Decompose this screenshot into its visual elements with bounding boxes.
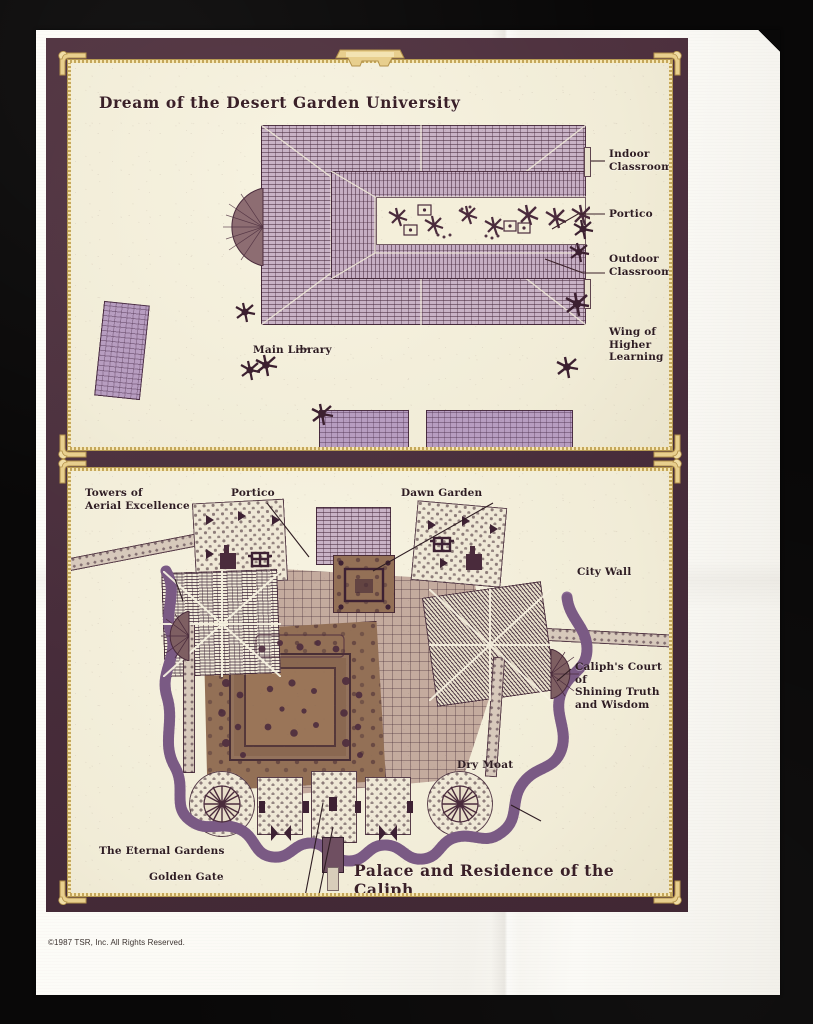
palm-tree-icon — [568, 241, 590, 263]
label-line: Towers of — [85, 487, 143, 499]
south-tower-west-rosette — [203, 785, 241, 823]
palm-tree-icon — [310, 402, 334, 426]
outbuilding-south-left — [319, 410, 409, 447]
label-line: Shining Truth — [575, 686, 660, 698]
dry-moat — [159, 565, 593, 867]
palm-tree-icon — [572, 218, 594, 240]
map-plate: Dream of the Desert Garden University In… — [46, 38, 688, 912]
curtain-wall-west — [183, 623, 195, 773]
university-leader-lines — [297, 160, 605, 350]
gate-road — [327, 867, 339, 891]
west-hall-creases — [163, 571, 281, 677]
south-tower-east-rosette — [441, 785, 479, 823]
page-title-university: Dream of the Desert Garden University — [99, 93, 461, 112]
outdoor-classroom-garden — [376, 197, 586, 245]
panel-palace-canvas: Towers of Aerial Excellence Portico Dawn… — [71, 471, 669, 893]
palace-leader-lines — [174, 502, 572, 893]
label-line: Caliph's Court of — [575, 661, 663, 686]
palm-tree-icon — [254, 353, 278, 377]
label-towers-of-aerial-excellence: Towers of Aerial Excellence — [85, 487, 190, 512]
gatehouse-block-1 — [257, 777, 303, 835]
golden-gate-passage — [322, 837, 344, 873]
label-line: Outdoor — [609, 253, 659, 265]
caliphs-court-creases — [429, 589, 551, 701]
label-line: and Wisdom — [575, 698, 650, 711]
garden-planting-detail — [218, 634, 363, 758]
label-golden-gate: Golden Gate — [149, 871, 224, 883]
gatehouse-detail — [259, 797, 413, 841]
palm-tree-icon — [239, 359, 261, 381]
indoor-classroom-door-south — [584, 279, 591, 309]
label-caliphs-court: Caliph's Court of Shining Truth and Wisd… — [575, 661, 669, 711]
garden-foliage-cluster — [388, 204, 590, 240]
label-portico: Portico — [609, 208, 653, 220]
panel-university-canvas: Dream of the Desert Garden University In… — [71, 63, 669, 447]
indoor-classroom-door-north — [584, 147, 591, 177]
tower-ne-detail — [428, 516, 498, 570]
label-the-eternal-gardens: The Eternal Gardens — [99, 845, 225, 857]
label-line: Aerial Excellence — [85, 499, 190, 512]
tower-nw-detail — [206, 511, 280, 569]
panel-university: Dream of the Desert Garden University In… — [58, 49, 682, 459]
label-line: Classrooms — [609, 160, 669, 173]
palm-tree-icon — [555, 355, 579, 379]
panel-palace: Towers of Aerial Excellence Portico Dawn… — [58, 459, 682, 905]
label-line: Indoor — [609, 148, 650, 160]
label-outdoor-classrooms: Outdoor Classrooms — [609, 253, 669, 278]
label-portico: Portico — [231, 487, 275, 499]
label-line: Wing of — [609, 326, 657, 338]
page-title-palace: Palace and Residence of the Caliph — [354, 861, 615, 893]
label-line: Higher Learning — [609, 338, 664, 364]
label-indoor-classrooms: Indoor Classrooms — [609, 148, 669, 173]
bastion-fan-west — [161, 611, 190, 661]
palm-tree-icon — [234, 301, 256, 323]
label-city-wall: City Wall — [577, 566, 632, 578]
label-dry-moat: Dry Moat — [457, 759, 514, 771]
label-wing-of-higher-learning: Wing of Higher Learning — [609, 326, 669, 364]
palm-tree-icon — [564, 291, 590, 317]
copyright-notice: ©1987 TSR, Inc. All Rights Reserved. — [48, 938, 185, 947]
page-corner-fold — [754, 30, 780, 56]
outbuilding-south-right — [426, 410, 573, 447]
label-main-library: Main Library — [253, 344, 332, 356]
gatehouse-block-2 — [365, 777, 411, 835]
label-line: Classrooms — [609, 265, 669, 278]
library-fan-stair — [223, 188, 264, 266]
label-dawn-garden: Dawn Garden — [401, 487, 483, 499]
